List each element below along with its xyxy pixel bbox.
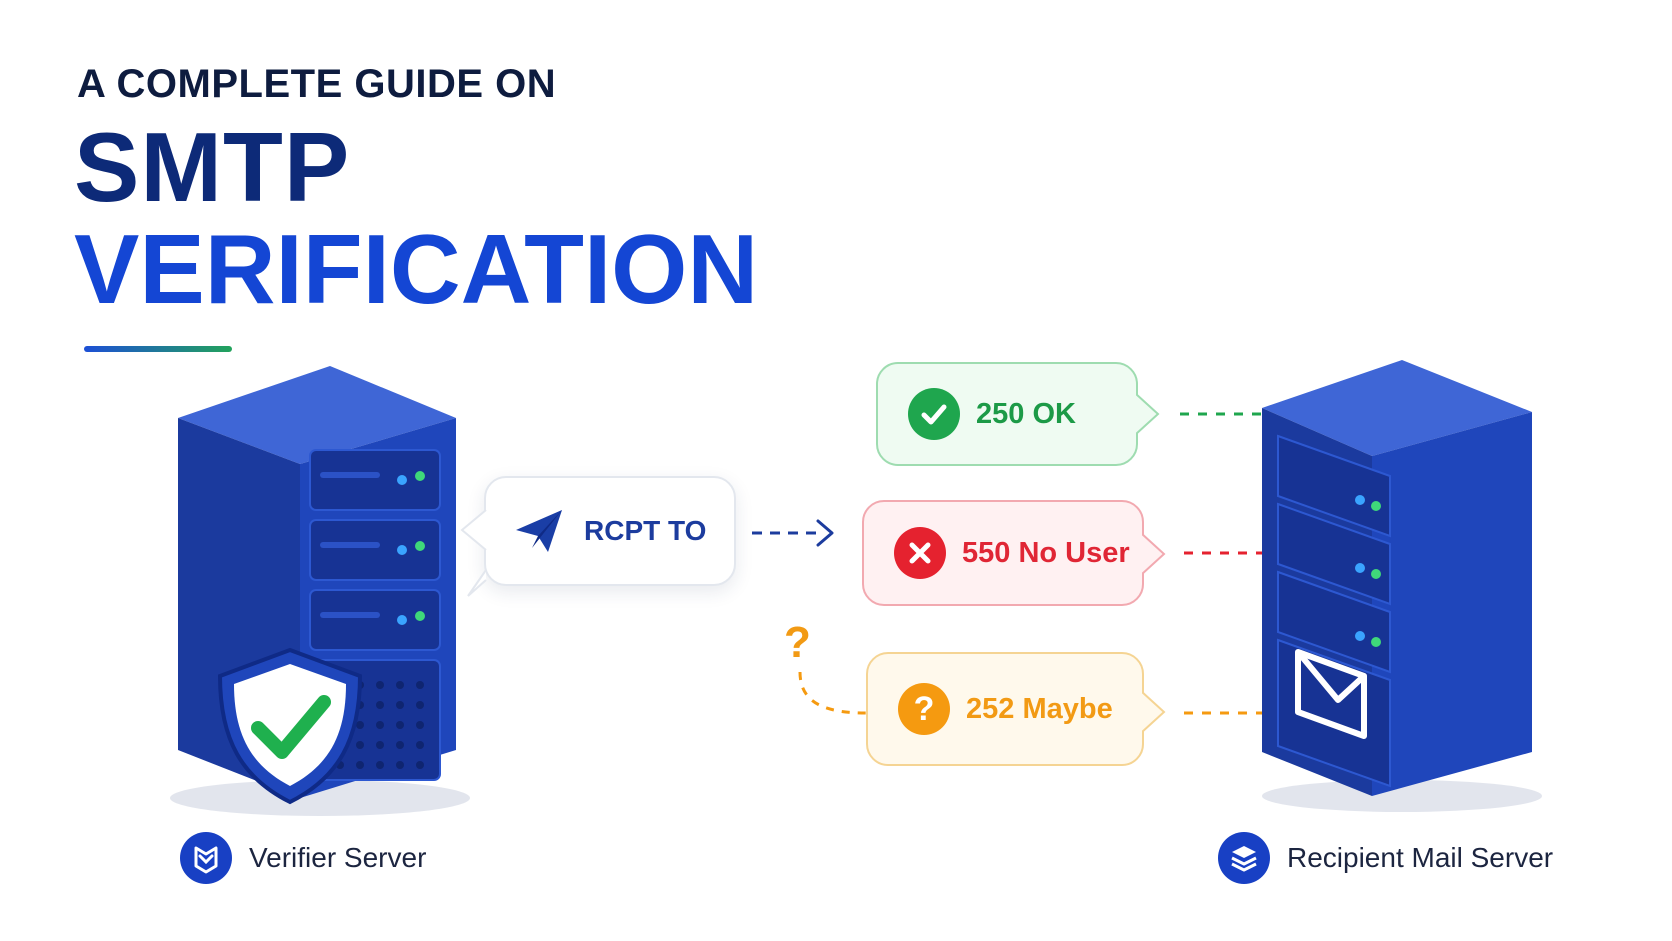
no-user-bubble-tail <box>1142 533 1166 575</box>
shield-check-icon <box>217 647 363 805</box>
title-verification: VERIFICATION <box>74 214 759 324</box>
rcpt-to-tail <box>460 509 487 597</box>
response-250-ok: 250 OK <box>876 362 1138 466</box>
check-circle-icon <box>908 388 960 440</box>
request-arrow <box>752 519 834 547</box>
ok-bubble-tail <box>1136 393 1160 435</box>
rcpt-to-bubble: RCPT TO <box>484 476 736 586</box>
maybe-bubble-tail <box>1142 691 1166 733</box>
question-circle-icon: ? <box>898 683 950 735</box>
guide-kicker: A COMPLETE GUIDE ON <box>77 62 557 106</box>
uncertain-question-mark: ? <box>784 618 811 667</box>
response-550-label: 550 No User <box>962 536 1130 569</box>
paper-plane-icon <box>514 508 564 554</box>
stack-logo-icon <box>1218 832 1270 884</box>
response-252-maybe: ? 252 Maybe <box>866 652 1144 766</box>
response-550-no-user: 550 No User <box>862 500 1144 606</box>
recipient-server-label: Recipient Mail Server <box>1287 842 1554 873</box>
rcpt-to-label: RCPT TO <box>584 515 707 546</box>
recipient-server-caption: Recipient Mail Server <box>1218 832 1553 884</box>
recipient-server <box>1262 360 1542 812</box>
response-250-label: 250 OK <box>976 397 1076 430</box>
m-logo-icon <box>180 832 232 884</box>
title-underline <box>84 346 232 352</box>
verifier-server-caption: Verifier Server <box>180 832 426 884</box>
title-smtp: SMTP <box>74 112 351 222</box>
envelope-icon <box>1295 649 1367 739</box>
maybe-curve <box>798 671 867 715</box>
verifier-server-label: Verifier Server <box>249 842 427 873</box>
response-252-label: 252 Maybe <box>966 692 1113 725</box>
verifier-server <box>170 366 470 816</box>
x-circle-icon <box>894 527 946 579</box>
